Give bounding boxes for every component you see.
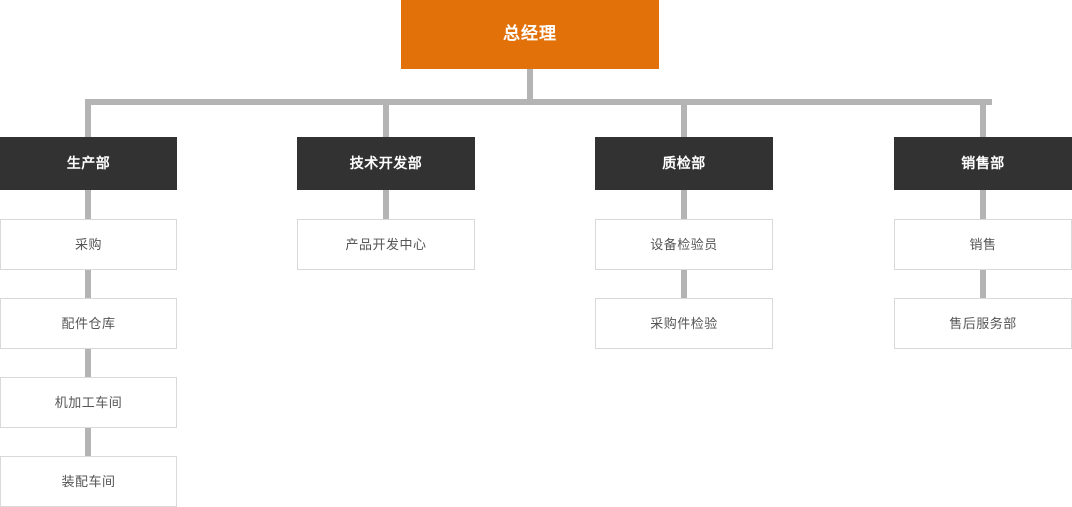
connector-bus-to-dept-3 [681, 99, 687, 137]
org-node-department-2[interactable]: 技术开发部 [297, 137, 475, 190]
org-node-3-2[interactable]: 采购件检验 [595, 298, 773, 349]
connector-dept1-to-child1 [85, 190, 91, 220]
connector-4-1-to-4-2 [980, 270, 986, 298]
connector-root-stem [527, 69, 533, 102]
org-node-1-1[interactable]: 采购 [0, 219, 177, 270]
connector-1-3-to-1-4 [85, 428, 91, 456]
org-node-department-3[interactable]: 质检部 [595, 137, 773, 190]
org-node-1-4-label: 装配车间 [61, 473, 116, 489]
org-node-2-1-label: 产品开发中心 [345, 236, 427, 252]
org-node-department-2-label: 技术开发部 [349, 155, 423, 172]
connector-dept2-to-child1 [383, 190, 389, 220]
connector-horizontal-bus [85, 99, 992, 105]
connector-bus-to-dept-1 [85, 99, 91, 137]
org-node-1-3-label: 机加工车间 [54, 394, 123, 410]
org-node-root[interactable]: 总经理 [401, 0, 659, 69]
org-node-4-1-label: 销售 [969, 236, 997, 252]
connector-dept4-to-child1 [980, 190, 986, 220]
org-node-1-2-label: 配件仓库 [61, 315, 116, 331]
org-node-1-2[interactable]: 配件仓库 [0, 298, 177, 349]
org-node-3-1[interactable]: 设备检验员 [595, 219, 773, 270]
connector-1-2-to-1-3 [85, 349, 91, 377]
org-node-4-1[interactable]: 销售 [894, 219, 1072, 270]
org-node-3-1-label: 设备检验员 [650, 236, 718, 252]
connector-bus-to-dept-4 [980, 99, 986, 137]
org-node-department-4[interactable]: 销售部 [894, 137, 1072, 190]
org-node-department-1[interactable]: 生产部 [0, 137, 177, 190]
connector-1-1-to-1-2 [85, 270, 91, 298]
org-node-1-1-label: 采购 [74, 236, 102, 252]
org-node-4-2-label: 售后服务部 [949, 315, 1017, 331]
org-node-department-3-label: 质检部 [662, 155, 706, 172]
connector-3-1-to-3-2 [681, 270, 687, 298]
org-node-4-2[interactable]: 售后服务部 [894, 298, 1072, 349]
connector-dept3-to-child1 [681, 190, 687, 220]
org-node-department-1-label: 生产部 [66, 155, 111, 172]
org-node-department-4-label: 销售部 [961, 155, 1005, 172]
org-node-1-4[interactable]: 装配车间 [0, 456, 177, 507]
org-node-root-label: 总经理 [503, 24, 557, 44]
org-node-2-1[interactable]: 产品开发中心 [297, 219, 475, 270]
connector-bus-to-dept-2 [383, 99, 389, 137]
org-node-1-3[interactable]: 机加工车间 [0, 377, 177, 428]
org-node-3-2-label: 采购件检验 [650, 315, 718, 331]
